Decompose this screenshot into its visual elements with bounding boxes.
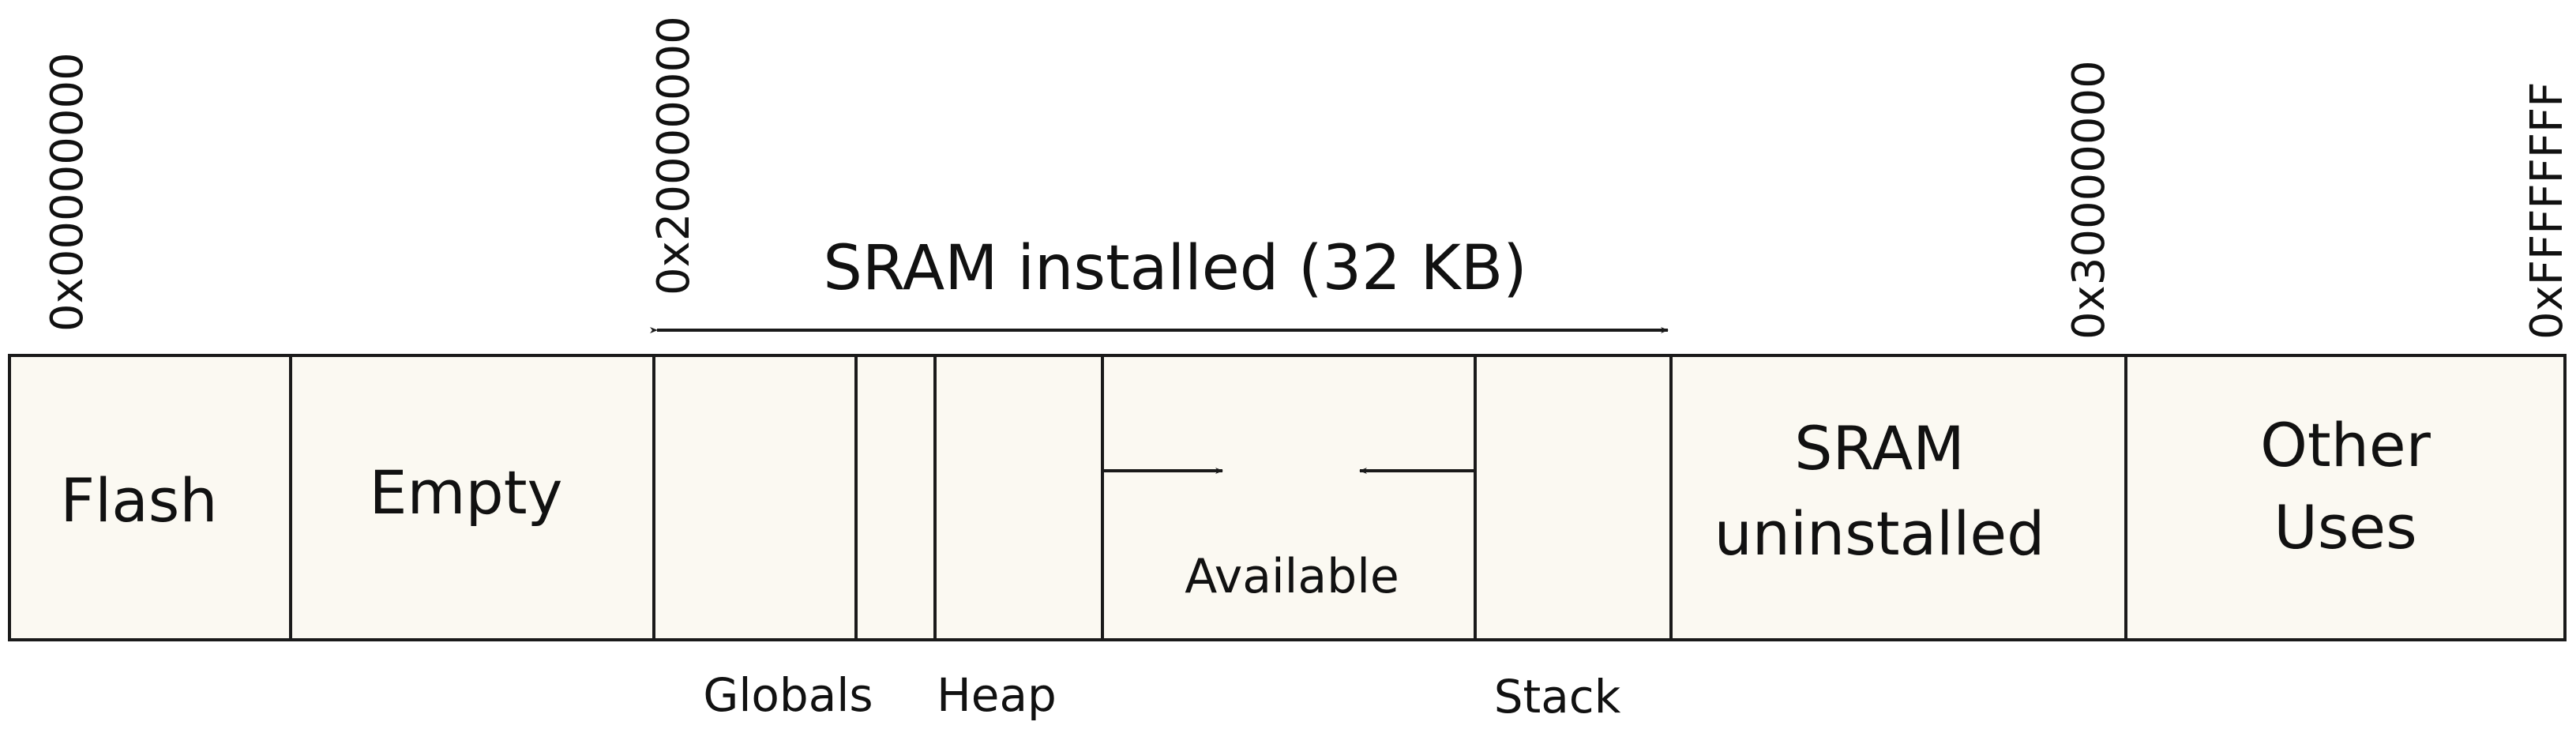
region-label-sram-uninstalled-line2: uninstalled	[1714, 498, 2045, 569]
address-label-sram-end: 0x30000000	[2063, 60, 2115, 340]
sram-span-label: SRAM installed (32 KB)	[823, 233, 1526, 304]
region-label-sram-uninstalled-line1: SRAM	[1794, 413, 1965, 483]
address-label-end: 0xFFFFFFFF	[2522, 82, 2573, 340]
cell-dividers	[289, 355, 2127, 640]
address-label-start: 0x00000000	[42, 52, 93, 332]
memory-bar	[8, 354, 2567, 641]
region-label-other-uses-line1: Other	[2260, 410, 2431, 480]
below-label-heap: Heap	[937, 668, 1057, 722]
region-label-available: Available	[1185, 549, 1399, 604]
address-label-sram-start: 0x20000000	[648, 16, 700, 295]
region-label-other-uses-line2: Uses	[2274, 492, 2417, 562]
region-label-empty: Empty	[369, 457, 562, 528]
below-label-globals: Globals	[703, 668, 873, 722]
below-label-stack: Stack	[1494, 670, 1621, 724]
region-label-flash: Flash	[60, 465, 217, 536]
